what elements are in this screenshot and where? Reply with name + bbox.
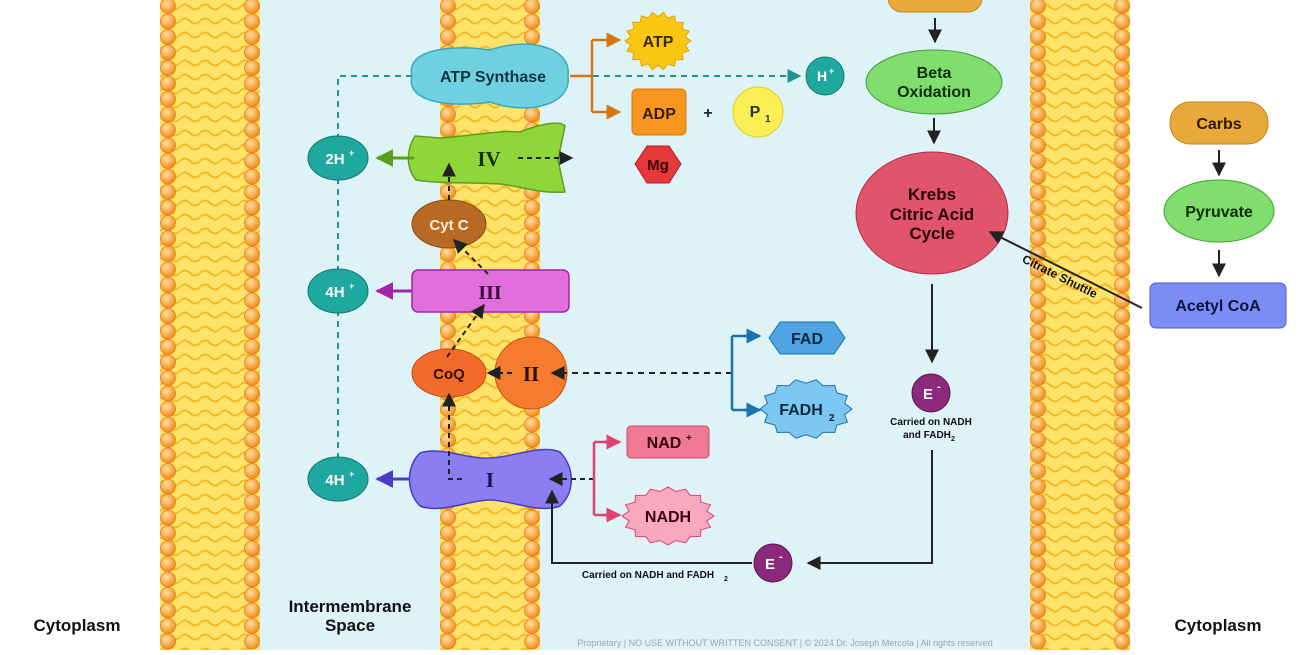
two-h-label: 2H — [325, 151, 344, 168]
cytochrome-c: Cyt C — [411, 199, 487, 249]
complex-i-to-coq-arrow — [442, 392, 462, 480]
fadh2-label: FADH — [779, 402, 823, 419]
pyruvate: Pyruvate — [1163, 179, 1275, 243]
acetyl-coa: Acetyl CoA — [1149, 282, 1287, 329]
nad-plus-box: NAD + — [626, 425, 710, 459]
electron-lower-label: E — [765, 556, 775, 573]
fad-box: FAD — [768, 321, 846, 355]
atp-branch-bracket — [570, 38, 618, 114]
complex-iv-label: IV — [477, 147, 500, 171]
acetyl-coa-label: Acetyl CoA — [1175, 298, 1261, 315]
krebs-line1: Krebs — [908, 185, 956, 204]
krebs-line2: Citric Acid — [890, 205, 974, 224]
atp-label: ATP — [643, 34, 674, 51]
complex-iii: III — [411, 269, 570, 313]
magnesium-label: Mg — [647, 157, 669, 174]
outer-membrane-left — [160, 0, 260, 650]
outer-membrane-right — [1030, 0, 1130, 650]
electron-upper-label: E — [923, 386, 933, 403]
atp-synthase: ATP Synthase — [410, 43, 569, 109]
complex-iii-label: III — [478, 282, 502, 304]
nadh-burst: NADH — [621, 486, 715, 546]
pyruvate-label: Pyruvate — [1185, 204, 1253, 221]
beta-oxidation: Beta Oxidation — [865, 49, 1003, 115]
carried-on-nadh-right-subscript: 2 — [951, 436, 955, 443]
atp-starburst: ATP — [624, 11, 692, 71]
complex-iii-to-cyt-c-arrow — [453, 239, 489, 275]
electron-lower: E - — [753, 543, 793, 583]
citrate-shuttle-arrow — [988, 231, 1143, 309]
four-h-superscript-lower: + — [349, 469, 354, 479]
phosphate-subscript: 1 — [765, 114, 771, 125]
carried-on-nadh-bottom-label: Carried on NADH and FADH — [582, 570, 714, 581]
electron-upper-superscript: - — [937, 381, 941, 393]
h-plus-superscript: + — [829, 66, 834, 76]
complex-ii-label: II — [523, 362, 539, 386]
cytoplasm-right-label: Cytoplasm — [1175, 616, 1262, 635]
coq-to-complex-iii-arrow — [446, 303, 485, 358]
beta-oxidation-line1: Beta — [917, 65, 952, 82]
electron-path-right-line — [806, 450, 933, 570]
carried-on-nadh-bottom-subscript: 2 — [724, 576, 728, 583]
atp-synthase-label: ATP Synthase — [440, 69, 546, 86]
four-h-superscript-upper: + — [349, 281, 354, 291]
adp-box: ADP — [631, 88, 687, 136]
nad-superscript: + — [686, 433, 692, 444]
krebs-line3: Cycle — [909, 224, 954, 243]
fad-label: FAD — [791, 331, 823, 348]
four-h-label-lower: 4H — [325, 472, 344, 489]
four-h-plus-ion-lower: 4H + — [307, 456, 369, 502]
coenzyme-q: CoQ — [411, 348, 487, 398]
cyt-c-label: Cyt C — [429, 217, 468, 234]
h-plus-ion: H + — [805, 56, 845, 96]
krebs-cycle: Krebs Citric Acid Cycle — [855, 151, 1009, 275]
electron-lower-superscript: - — [779, 551, 783, 563]
fadh2-subscript: 2 — [829, 413, 835, 424]
complex-i-label: I — [486, 468, 494, 492]
magnesium-hexagon: Mg — [634, 145, 682, 184]
beta-oxidation-line2: Oxidation — [897, 84, 971, 101]
fadh2-burst: FADH 2 — [759, 379, 853, 439]
coq-label: CoQ — [433, 366, 465, 383]
intermembrane-label-line1: Intermembrane — [289, 597, 412, 616]
copyright-footer: Proprietary | NO USE WITHOUT WRITTEN CON… — [577, 638, 992, 648]
complex-i: I — [408, 448, 572, 510]
two-h-superscript: + — [349, 148, 354, 158]
carbs-label: Carbs — [1196, 116, 1241, 133]
carried-on-nadh-right-line2: and FADH — [903, 430, 951, 441]
four-h-plus-ion-upper: 4H + — [307, 268, 369, 314]
complex-ii: II — [494, 336, 568, 410]
two-h-plus-ion: 2H + — [307, 135, 369, 181]
carbs-box: Carbs — [1169, 101, 1269, 145]
h-plus-label: H — [817, 68, 827, 84]
adp-plus-sign: + — [703, 105, 712, 122]
nadh-label: NADH — [645, 509, 691, 526]
adp-label: ADP — [642, 106, 676, 123]
electron-path-bottom-line — [545, 489, 752, 564]
nad-label: NAD — [647, 435, 682, 452]
four-h-label-upper: 4H — [325, 284, 344, 301]
phosphate-label: P — [750, 104, 761, 121]
electron-upper: E - — [911, 373, 951, 413]
cytoplasm-left-label: Cytoplasm — [34, 616, 121, 635]
carried-on-nadh-right-line1: Carried on NADH — [890, 417, 972, 428]
phosphate-circle: P 1 — [732, 86, 784, 138]
fatty-acid-box-cropped — [887, 0, 983, 13]
intermembrane-label-line2: Space — [325, 616, 375, 635]
